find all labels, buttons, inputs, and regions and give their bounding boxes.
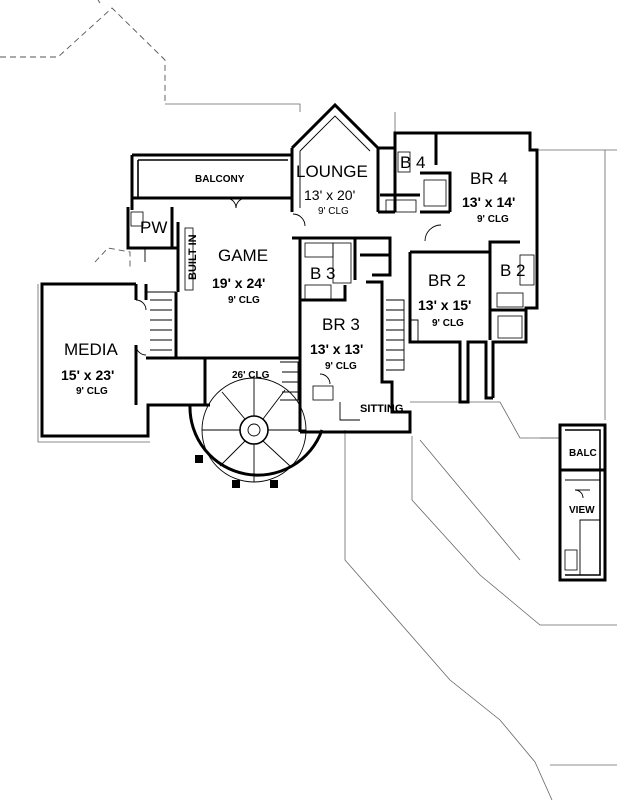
sitting-name: SITTING [360, 403, 403, 415]
circular-stair [188, 377, 324, 488]
game-media-walls [40, 198, 300, 438]
br2-clg: 9' CLG [432, 318, 464, 329]
lounge-name: LOUNGE [296, 162, 368, 181]
view-name: VIEW [569, 505, 595, 516]
b3-name: B 3 [310, 264, 336, 283]
pw-walls [126, 207, 194, 292]
game-clg: 9' CLG [228, 295, 260, 306]
game-size: 19' x 24' [212, 275, 265, 291]
br4-name: BR 4 [470, 169, 508, 188]
br3-clg: 9' CLG [325, 361, 357, 372]
balc-name: BALC [569, 448, 597, 459]
stair-hall-clg: 26' CLG [232, 370, 270, 381]
b4-name: B 4 [400, 153, 426, 172]
media-name: MEDIA [64, 340, 119, 359]
media-clg: 9' CLG [76, 386, 108, 397]
lounge-clg: 9' CLG [318, 206, 349, 217]
media-size: 15' x 23' [61, 367, 114, 383]
view-unit-walls [558, 423, 607, 582]
balcony-name: BALCONY [195, 174, 245, 185]
br4-clg: 9' CLG [477, 214, 509, 225]
balcony-walls [130, 153, 306, 227]
br4-size: 13' x 14' [462, 194, 515, 210]
lounge-walls [290, 102, 380, 212]
lounge-size: 13' x 20' [304, 187, 355, 203]
br3-name: BR 3 [322, 315, 360, 334]
br2-size: 13' x 15' [418, 297, 471, 313]
pw-name: PW [140, 218, 167, 237]
br3-walls [292, 236, 412, 434]
br3-size: 13' x 13' [310, 341, 363, 357]
bedroom-walls [378, 131, 539, 404]
b2-name: B 2 [500, 261, 526, 280]
room-labels: LOUNGE 13' x 20' 9' CLG B 4 BR 4 13' x 1… [61, 153, 597, 516]
br2-name: BR 2 [428, 271, 466, 290]
built-in-label: BUILT IN [187, 234, 199, 280]
game-name: GAME [218, 246, 268, 265]
